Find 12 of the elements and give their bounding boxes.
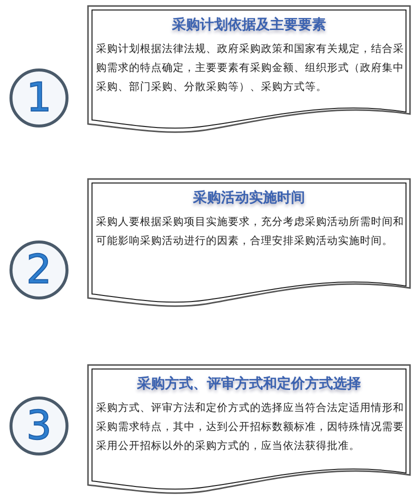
body-paragraph: 采购计划根据法律法规、政府采购政策和国家有关规定，结合采购需求的特点确定，主要要素有采购金额、组织形式（政府集中采购、部门采购、分散采购等）、采购方式等。: [96, 42, 404, 95]
section-heading: 采购活动实施时间: [192, 189, 306, 207]
section-heading: 采购方式、评审方式和定价方式选择: [136, 375, 362, 393]
step-number: 3: [25, 402, 53, 451]
number-circle: [8, 67, 70, 129]
section-heading: 采购计划依据及主要要素: [171, 16, 327, 34]
number-circle: [8, 395, 70, 457]
step-number: 2: [25, 246, 53, 295]
number-circle: [8, 239, 70, 301]
body-paragraph: 采购人要根据采购项目实施要求，充分考虑采购活动所需时间和可能影响采购活动进行的因素，合理安排采购活动实施时间。: [96, 215, 404, 249]
step-number: 1: [25, 74, 53, 123]
body-paragraph: 采购方式、评审方法和定价方式的选择应当符合法定适用情形和采购需求特点，其中，达到公开招标数额标准，因特殊情况需要采用公开招标以外的采购方式的，应当依法获得批准。: [96, 401, 404, 454]
